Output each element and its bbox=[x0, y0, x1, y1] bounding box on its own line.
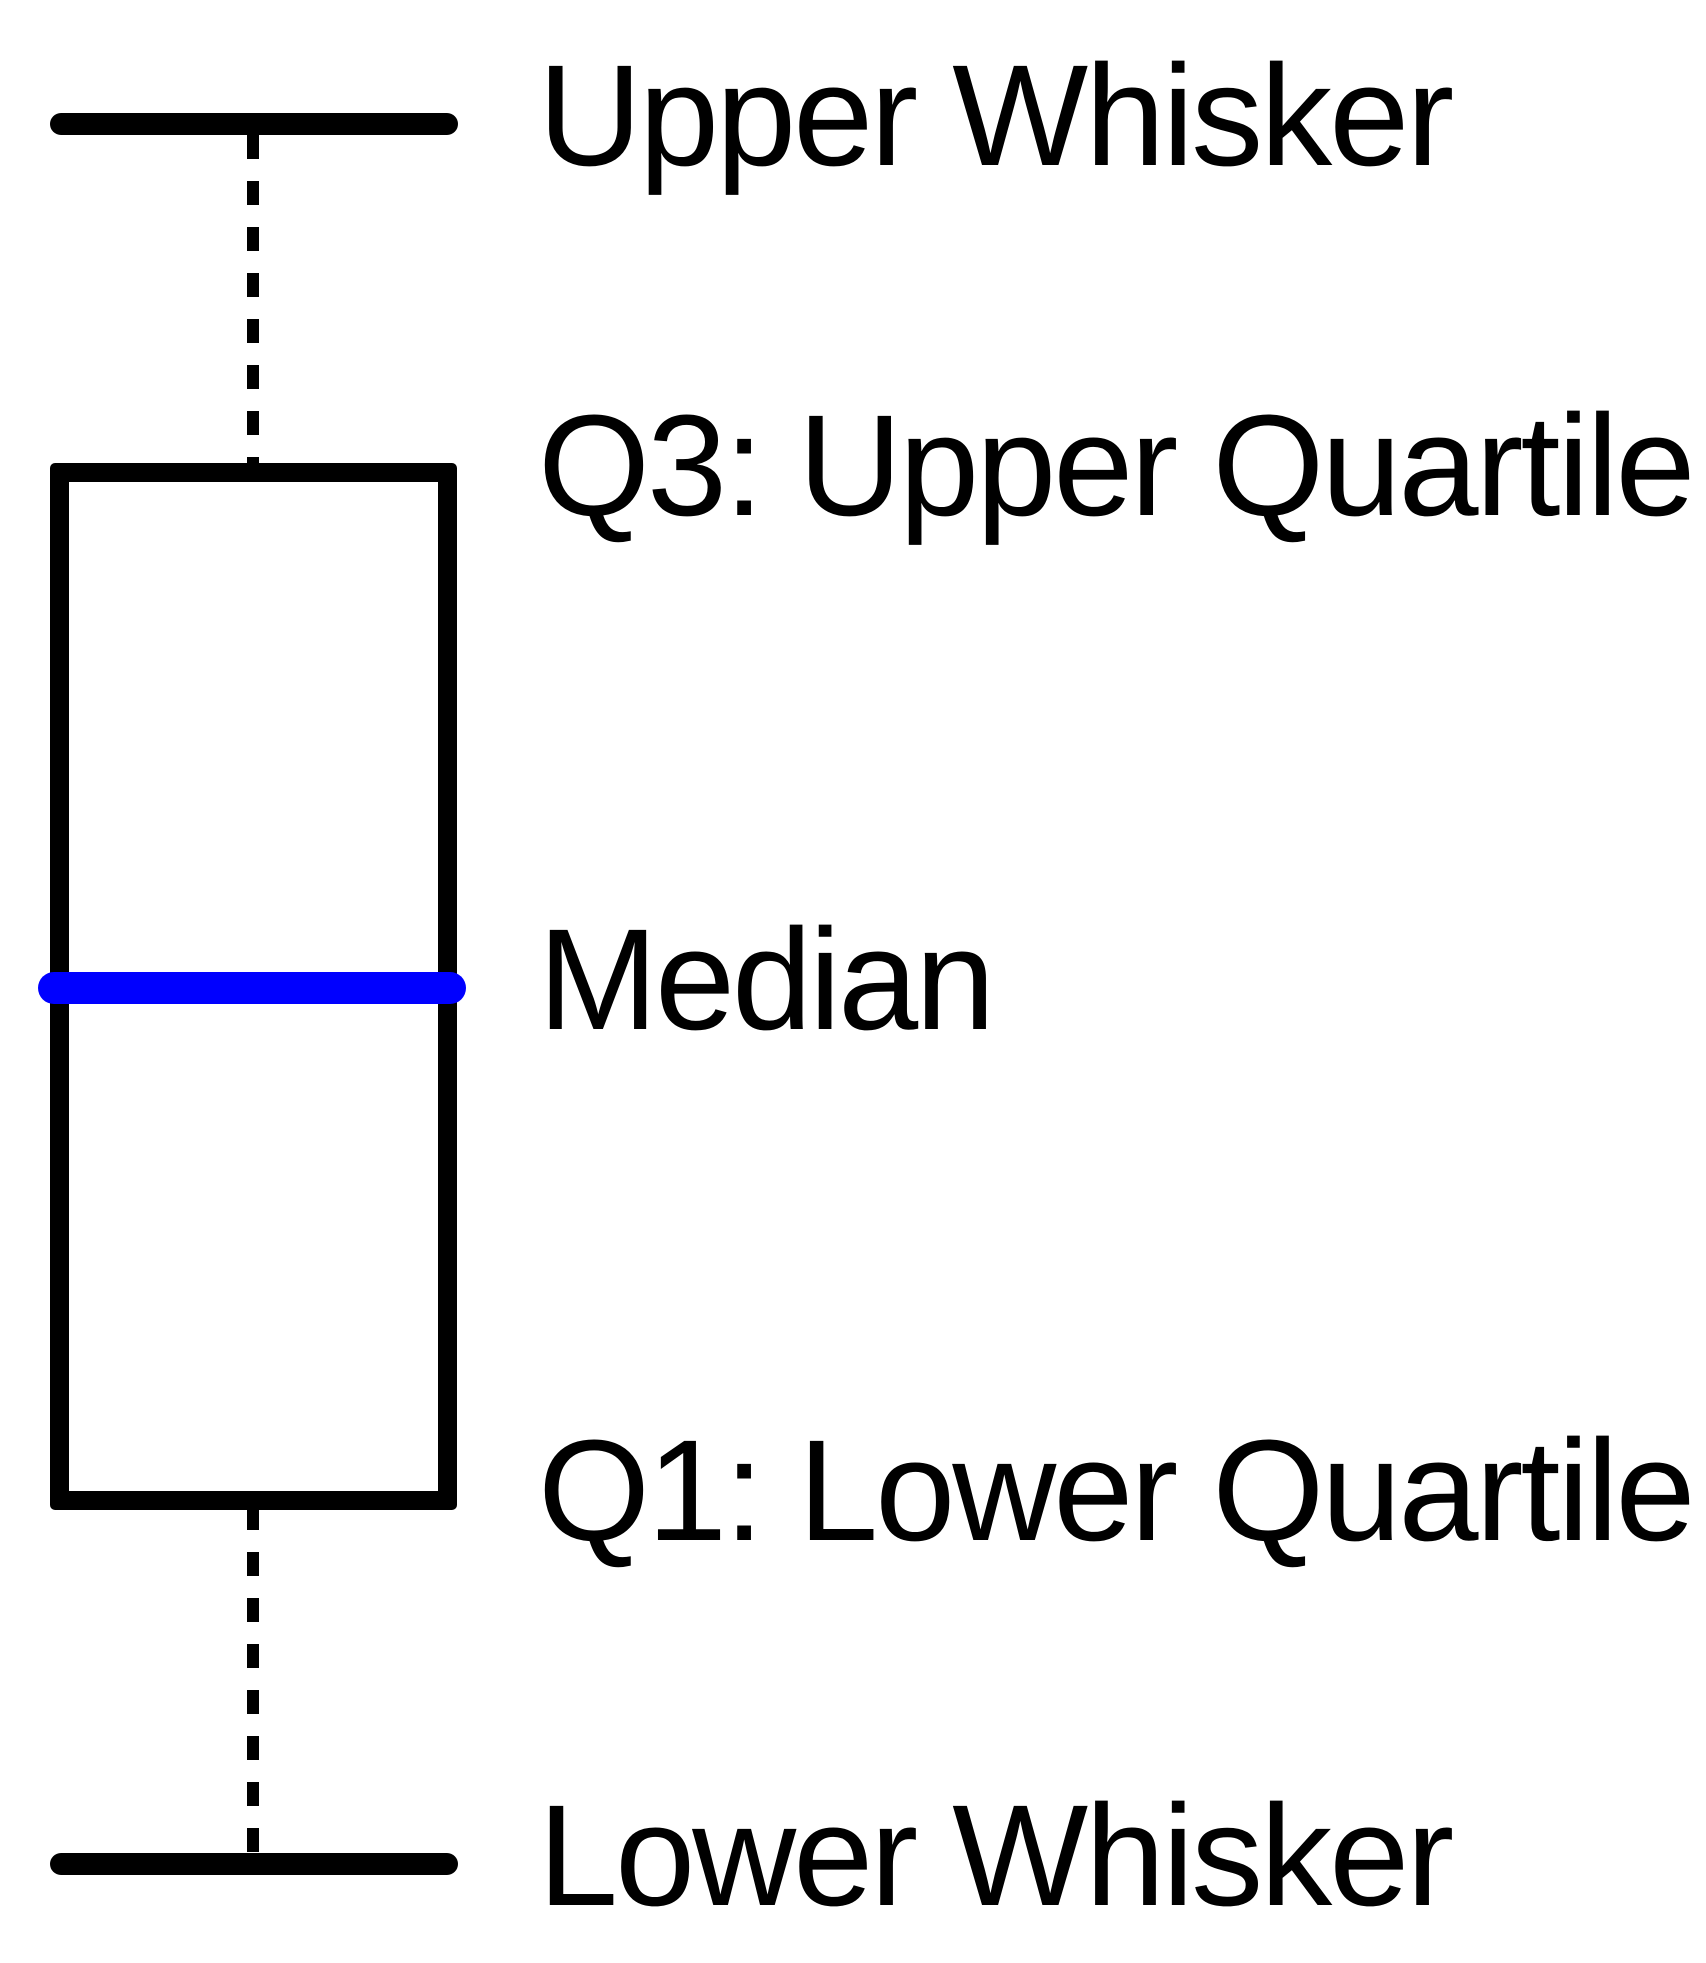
lower-whisker-stem bbox=[247, 1506, 259, 1858]
q3-upper-quartile-label: Q3: Upper Quartile bbox=[538, 385, 1696, 546]
lower-whisker-label: Lower Whisker bbox=[538, 1775, 1454, 1936]
upper-whisker-label: Upper Whisker bbox=[538, 35, 1454, 196]
lower-whisker-cap bbox=[50, 1853, 458, 1875]
median-line bbox=[38, 972, 466, 1004]
median-label: Median bbox=[538, 899, 995, 1060]
upper-whisker-stem bbox=[247, 135, 259, 466]
upper-whisker-cap bbox=[50, 113, 458, 135]
q1-lower-quartile-label: Q1: Lower Quartile bbox=[538, 1410, 1696, 1571]
